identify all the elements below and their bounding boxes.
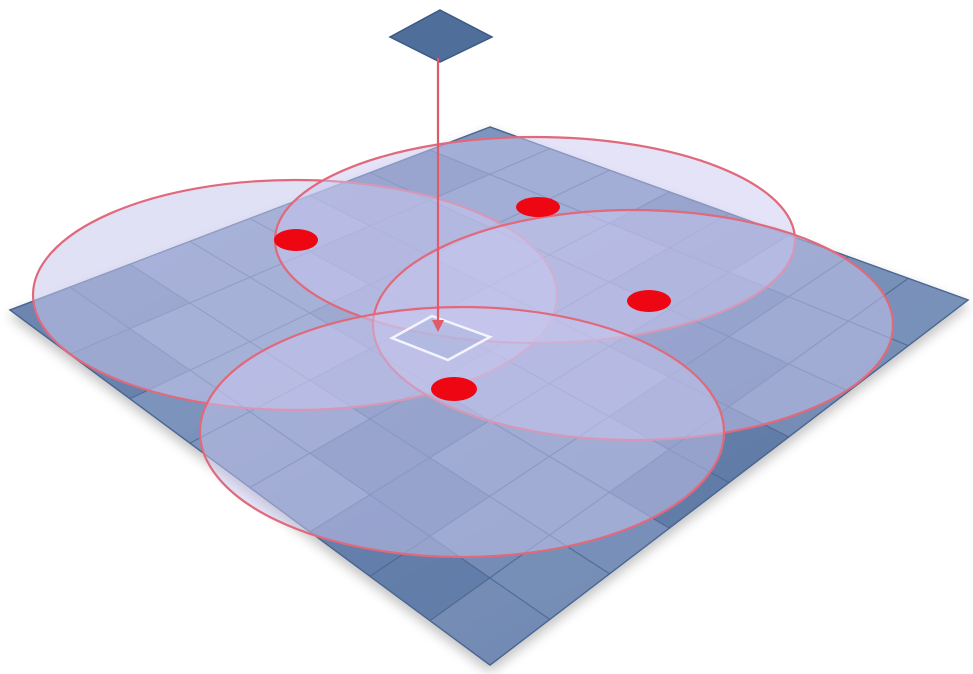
coverage-circles <box>31 135 895 559</box>
grid-line <box>489 299 969 666</box>
sample-points <box>274 197 671 401</box>
sample-point-center <box>431 377 477 401</box>
sample-point-right <box>627 290 671 312</box>
coverage-circle-bottom <box>198 305 726 559</box>
source-cell <box>388 9 494 63</box>
sample-point-top <box>516 197 560 217</box>
sample-point-left <box>274 229 318 251</box>
target-cell-outline <box>389 314 494 362</box>
